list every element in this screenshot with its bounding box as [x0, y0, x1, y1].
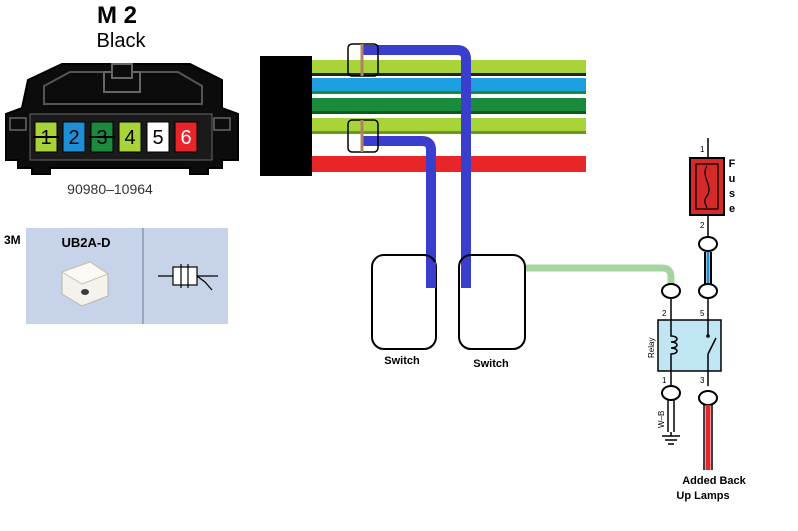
splice-symbol-icon	[158, 264, 218, 291]
splice-card: 3M UB2A-D	[4, 228, 228, 324]
ground-wire-label: W–B	[657, 411, 666, 428]
connector-title: M 2	[97, 2, 137, 29]
connector-pin-6: 6	[174, 121, 198, 153]
relay-pin-switch-out: 3	[700, 376, 705, 385]
splice-card-model: UB2A-D	[61, 235, 110, 250]
harness-wire-yellow-green-black-stripe	[300, 60, 586, 76]
harness-wire-red	[300, 156, 586, 172]
fuse-label-letter: e	[729, 203, 735, 215]
connector-part-number: 90980–10964	[67, 181, 153, 197]
fuse-pin-bottom: 2	[700, 221, 705, 230]
splice-tap-top	[347, 43, 379, 77]
output-label-line1: Added Back	[682, 475, 746, 487]
connector-color-label: Black	[97, 30, 147, 52]
switch-right-label: Switch	[473, 358, 509, 370]
fuse-label-letter: s	[729, 188, 735, 200]
relay	[657, 319, 722, 372]
switch-left-label: Switch	[384, 355, 420, 367]
relay-label: Relay	[647, 338, 656, 358]
splice-card-brand: 3M	[4, 233, 21, 247]
relay-pin-coil-in: 2	[662, 309, 667, 318]
harness-wire-yellow-green	[300, 118, 586, 134]
connector-pin-label: 4	[124, 127, 135, 149]
ground-icon	[662, 432, 680, 445]
connector-pin-3: 3	[89, 121, 115, 153]
harness-block	[260, 56, 312, 176]
fuse-pin-top: 1	[700, 145, 705, 154]
connector-m2: M 2 Black 123456 90980–10964	[5, 2, 239, 197]
harness-wire-light-blue	[300, 78, 586, 94]
fuse-label-letter: F	[729, 158, 736, 170]
connector-terminal	[698, 236, 718, 252]
relay-trigger-wire	[526, 264, 675, 287]
connector-terminal	[661, 283, 681, 299]
connector-pin-label: 5	[152, 127, 163, 149]
relay-pin-switch-in: 5	[700, 309, 705, 318]
connector-terminal	[698, 390, 718, 406]
connector-terminal	[661, 385, 681, 401]
tap-wire-right	[362, 45, 471, 288]
connector-pins: 123456	[33, 121, 198, 153]
switch-right: Switch	[458, 254, 526, 370]
tap-wire-left	[362, 136, 436, 288]
relay-switch-contact-icon	[707, 320, 717, 371]
connector-pin-label: 6	[180, 127, 191, 149]
connector-pin-1: 1	[33, 121, 59, 153]
relay-pin-coil-out: 1	[662, 376, 667, 385]
splice-connector-image	[60, 261, 110, 307]
output-label-line2: Up Lamps	[676, 490, 729, 502]
relay-coil-icon	[670, 320, 678, 371]
switch-left: Switch	[371, 254, 437, 367]
connector-terminal	[698, 283, 718, 299]
connector-housing	[5, 63, 239, 175]
connector-pin-2: 2	[62, 121, 86, 153]
harness-wire-green	[300, 98, 586, 114]
splice-tap-bottom	[347, 119, 379, 153]
connector-pin-5: 5	[146, 121, 170, 153]
connector-pin-label: 2	[68, 127, 79, 149]
wire-harness	[260, 43, 586, 288]
fuse-element-icon	[704, 165, 710, 209]
connector-pin-4: 4	[118, 121, 142, 153]
fuse-label-letter: u	[729, 173, 736, 185]
